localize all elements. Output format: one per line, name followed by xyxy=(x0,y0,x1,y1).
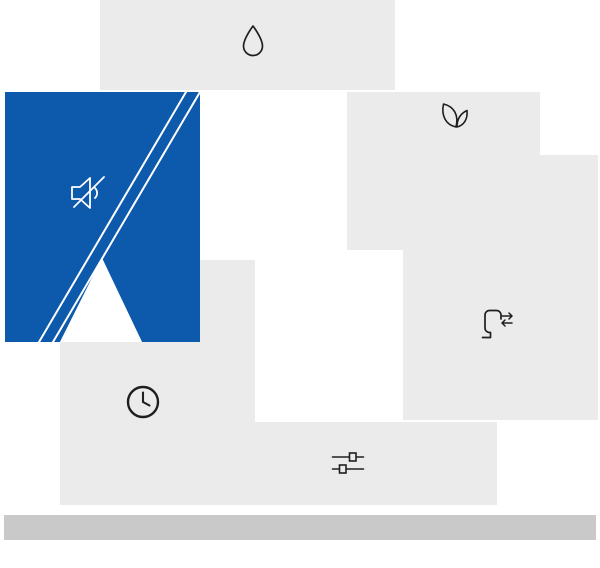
plug-swap-icon-svg xyxy=(481,309,513,339)
muted-speaker-icon-svg xyxy=(71,176,105,209)
blue-ribbon-banner xyxy=(5,92,200,342)
leaves-icon xyxy=(437,97,477,131)
sliders-icon xyxy=(331,450,365,476)
leaves-icon-svg xyxy=(442,103,468,128)
bottom-bar xyxy=(4,515,596,540)
sliders-icon-svg xyxy=(331,452,365,474)
clock-icon xyxy=(123,382,163,422)
plug-swap-icon xyxy=(477,302,517,342)
water-drop-icon xyxy=(238,23,268,61)
tile-plug-swap[interactable] xyxy=(403,155,598,420)
water-drop-icon-svg xyxy=(242,25,264,57)
tile-muted-speaker[interactable] xyxy=(5,92,200,342)
clock-icon-svg xyxy=(126,385,160,419)
tile-water-drop[interactable] xyxy=(100,0,395,90)
muted-speaker-icon xyxy=(66,170,114,214)
